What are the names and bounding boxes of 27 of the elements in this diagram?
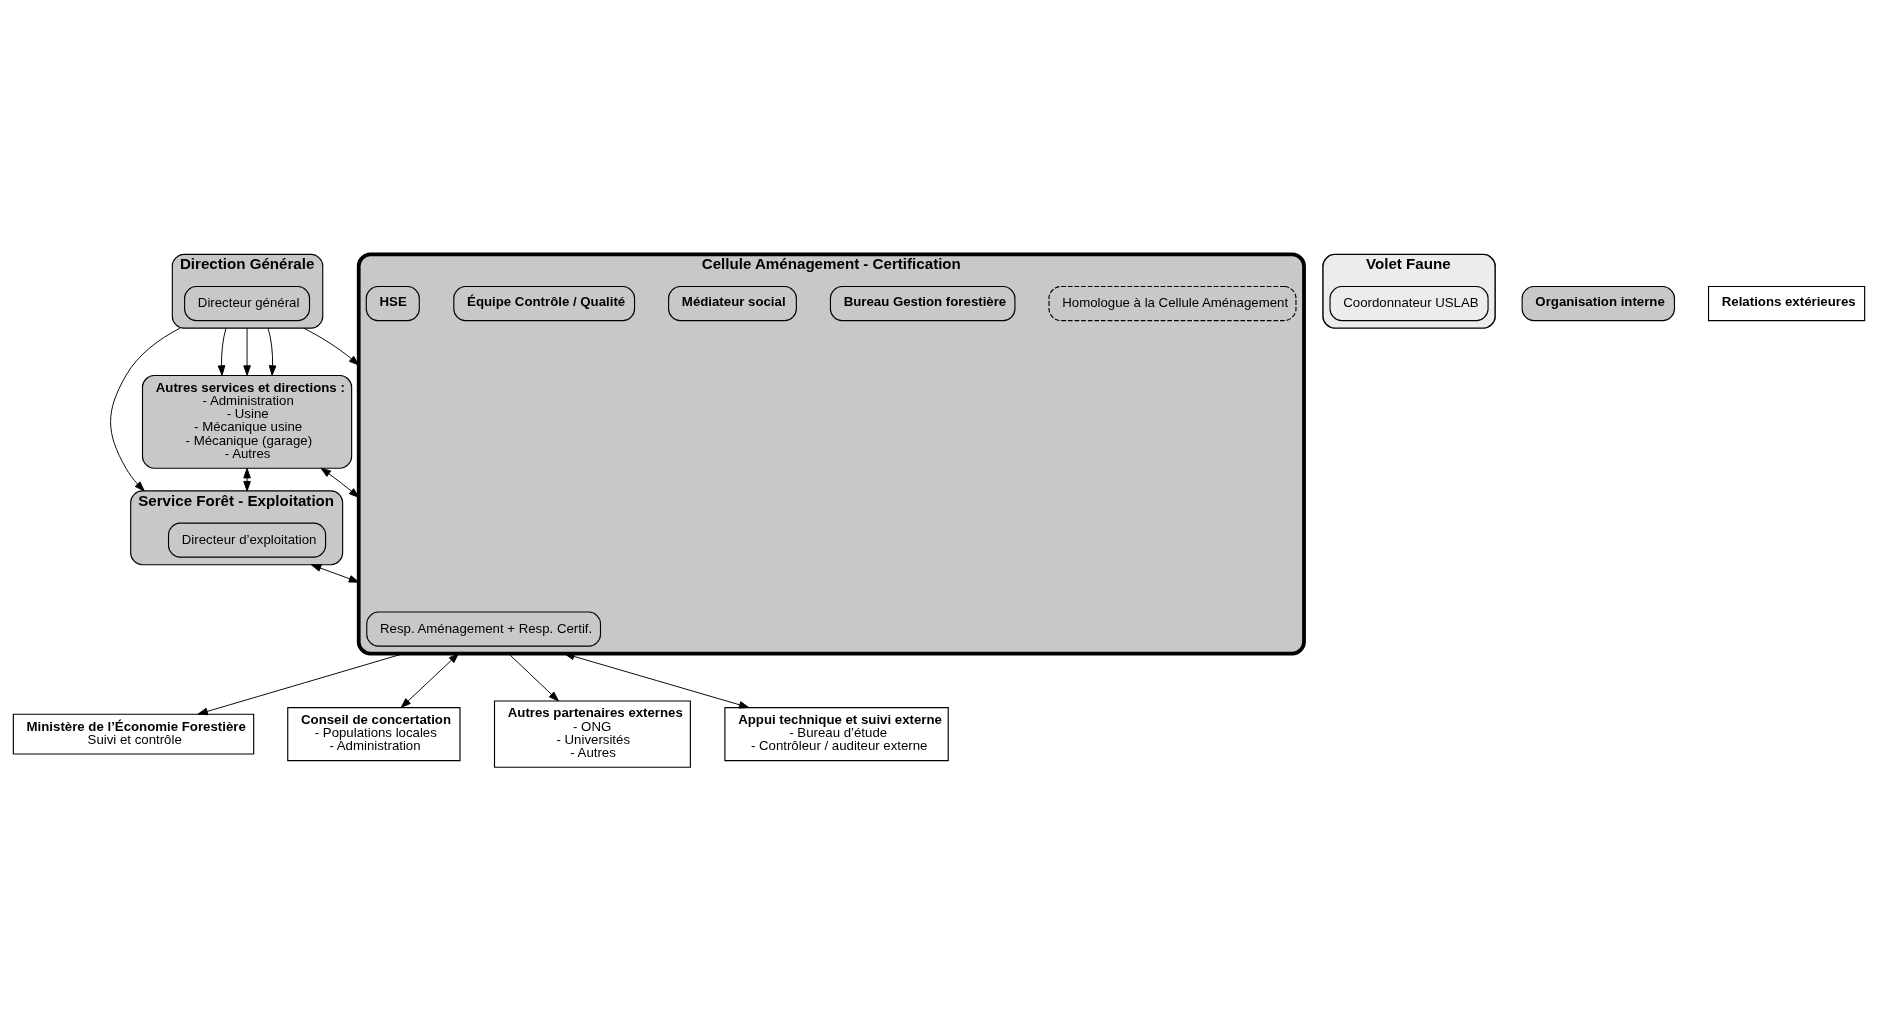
arrow [243,327,251,376]
node-box: Appui technique et suivi externe - Bureau d’étude - Contrôleur / auditeur externe [724,706,949,761]
node-box: Ministère de l’Économie Forestière Suivi et contrôle [12,713,255,755]
node-box: Autres partenaires externes - ONG - Universités - Autres [493,699,691,768]
arrow [217,327,227,376]
arrow [243,467,251,491]
arrow [303,327,360,366]
arrow [564,652,750,709]
arrow [400,652,459,708]
arrow [310,563,360,583]
node-box: Bureau Gestion forestière [829,285,1016,321]
node-box: Équipe Contrôle / Qualité [453,285,636,321]
node-box: Conseil de concertation - Populations locales - Administration [287,706,461,761]
node-box: Homologue à la Cellule Aménagement [1048,285,1297,321]
node-box: Médiateur social [668,285,797,321]
arrow [320,467,360,498]
node-box: Relations extérieures [1707,285,1866,321]
node-box: Organisation interne [1521,285,1676,321]
arrow [110,327,181,491]
node-box: Coordonnateur USLAB [1329,285,1489,321]
arrow [267,327,277,376]
node-box: Directeur général [184,285,311,321]
node-box: Directeur d’exploitation [167,522,327,558]
node-box: Autres services et directions : - Administration - Usine - Mécanique usine - Mécanique (garage) - Autres [141,374,353,469]
node-box: HSE [365,285,420,321]
node-box: Resp. Aménagement + Resp. Certif. [366,610,602,647]
arrow [508,652,559,701]
